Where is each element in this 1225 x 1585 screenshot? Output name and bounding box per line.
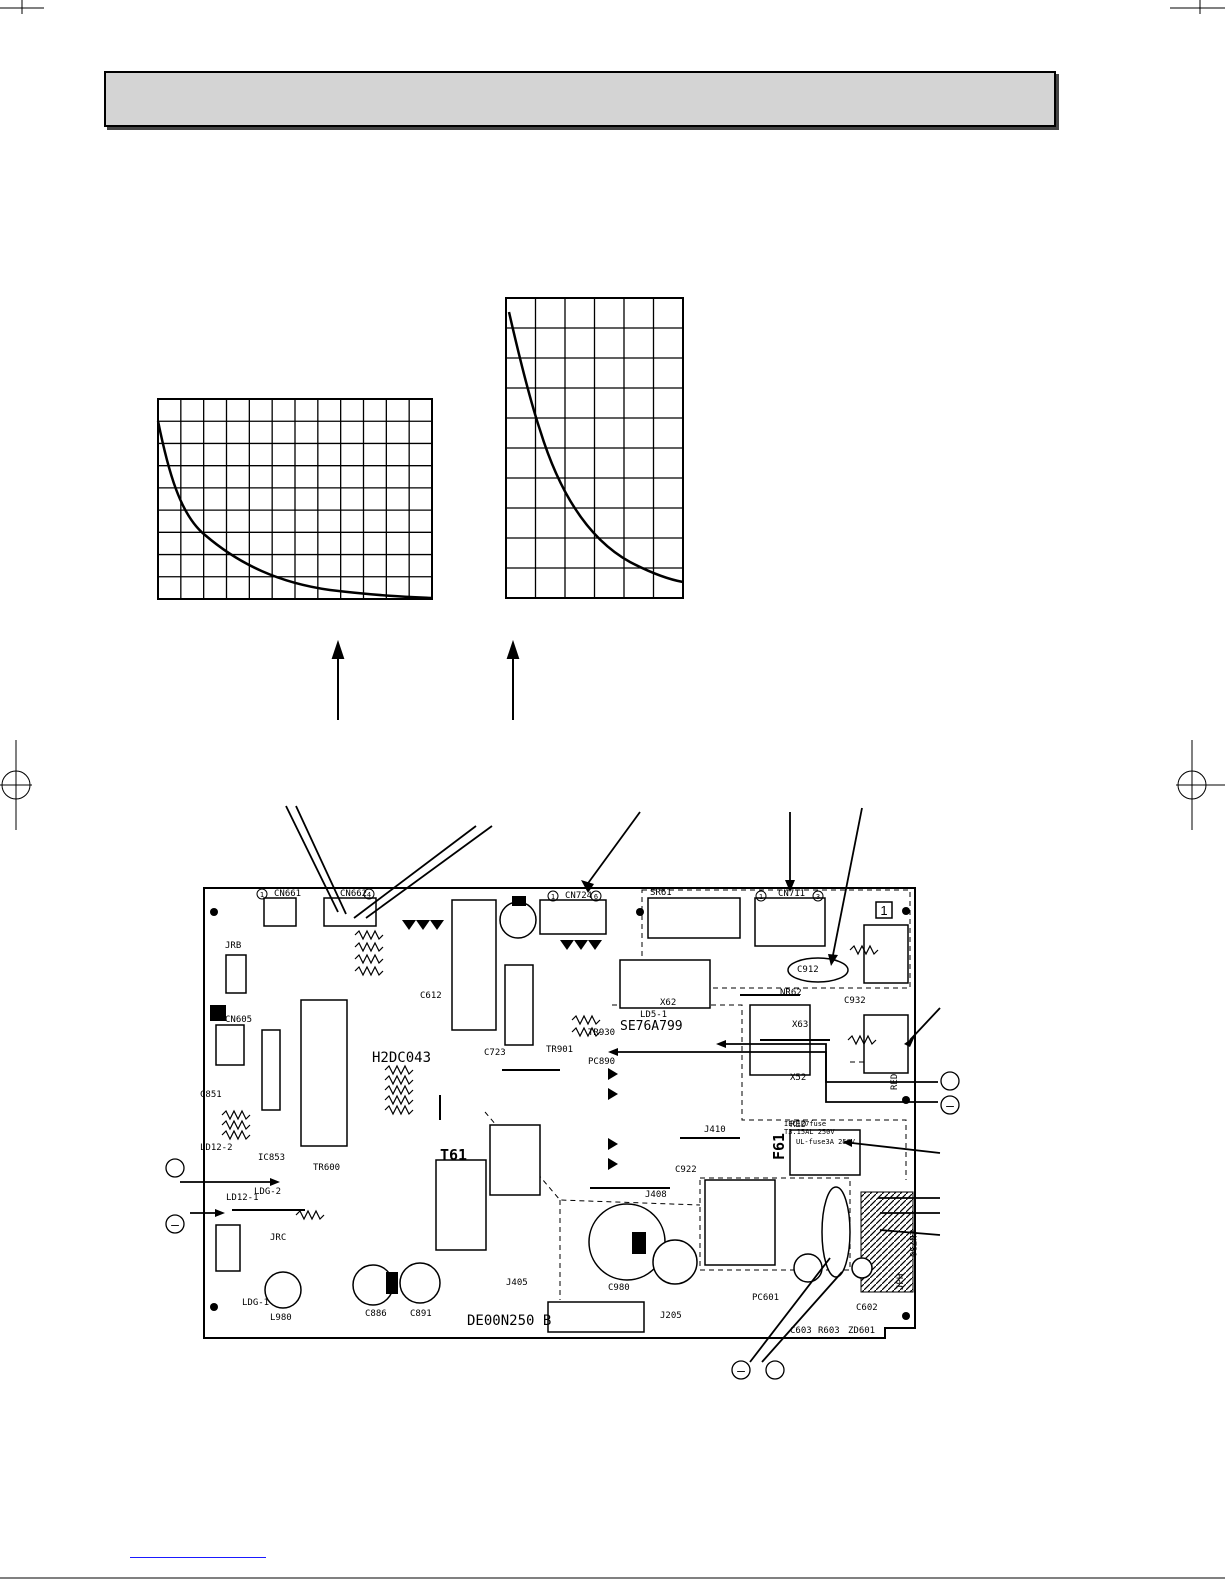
part-number-label: SE76A799	[620, 1019, 683, 1034]
graph-right	[505, 297, 684, 599]
fuse-label: F61	[770, 1133, 788, 1160]
negative-symbol-bottom: –	[737, 1362, 745, 1378]
label-cn661: CN661	[274, 889, 301, 899]
label-ld5-1: LDG-2	[254, 1187, 281, 1197]
relay-x62	[619, 959, 711, 1009]
ic-853	[504, 964, 534, 1046]
label-x62: X62	[660, 998, 676, 1008]
label-r603: R603	[818, 1326, 840, 1336]
fuse-iec-label: IEC127fuse	[784, 1120, 826, 1128]
connector-cn661	[263, 897, 297, 927]
label-j410: NR62	[780, 988, 802, 998]
connector-cn724	[539, 899, 607, 935]
label-c603: C603	[790, 1326, 812, 1336]
label-j206: J205	[660, 1311, 682, 1321]
label-red-2: RED	[790, 1120, 806, 1130]
label-ldg-1: JRC	[270, 1233, 286, 1243]
label-tr901: TR901	[546, 1045, 573, 1055]
circle-num-cn711-b: 3	[816, 893, 820, 901]
connector-in-com-out	[215, 1224, 241, 1272]
fuse-holder	[789, 1129, 861, 1176]
label-cst: IC853	[258, 1153, 285, 1163]
ct-chip	[451, 899, 497, 1031]
capacitors	[264, 901, 873, 1309]
ic-packages	[225, 897, 861, 1333]
board-code: DE00N250 B	[467, 1313, 551, 1329]
connector-cn711	[754, 897, 826, 947]
circle-num-cn724-b: 6	[594, 893, 598, 901]
connector-cn721	[863, 924, 909, 984]
label-ldg-2: JRB	[225, 941, 241, 951]
jumper-traces	[232, 994, 830, 1211]
connector-cn605	[215, 1024, 245, 1066]
cpu-chip	[300, 999, 348, 1147]
label-c980: C980	[608, 1283, 630, 1293]
label-ld12-1: LDG-1	[242, 1298, 269, 1308]
label-sr61: SR61	[650, 888, 672, 898]
circle-num-cn661: 1	[260, 891, 264, 899]
label-tr930: TR930	[588, 1028, 615, 1038]
negative-symbol-right: –	[946, 1097, 954, 1113]
label-c852: LD12-2	[200, 1143, 233, 1153]
graph-left-curve	[156, 420, 433, 600]
label-jph: JPH	[896, 1274, 906, 1290]
label-cn711: CN711	[778, 889, 805, 899]
footer-link-line	[130, 1557, 266, 1558]
label-c602: C602	[856, 1303, 878, 1313]
label-c891: C891	[410, 1309, 432, 1319]
section-title-bar	[104, 71, 1056, 127]
resistor-rows	[221, 929, 879, 1221]
connector-shapes	[215, 897, 909, 1272]
ic-851	[261, 1029, 281, 1111]
label-c932: C932	[844, 996, 866, 1006]
label-c723: C723	[484, 1048, 506, 1058]
graph-left	[156, 398, 433, 600]
transformer-t61	[435, 1159, 487, 1251]
label-c886: C886	[365, 1309, 387, 1319]
label-cn662: CN662	[340, 889, 367, 899]
label-c871: C851	[200, 1090, 222, 1100]
circle-num-cn662: 4	[367, 891, 371, 899]
fuse-iec-rating: T3.15AL 250V	[784, 1128, 835, 1136]
label-pc601: PC601	[752, 1293, 779, 1303]
label-c922: C922	[675, 1165, 697, 1175]
label-c612: C612	[420, 991, 442, 1001]
label-l980: L980	[270, 1313, 292, 1323]
fuse-ul-label: UL-fuse3A 250V	[796, 1138, 856, 1146]
circle-num-cn724-a: 1	[551, 893, 555, 901]
label-cn724: CN724	[565, 891, 592, 901]
label-ld12-2: LD5-1	[640, 1010, 667, 1020]
graph-right-curve	[507, 311, 684, 584]
label-zd601: ZD601	[848, 1326, 875, 1336]
label-x52: X52	[790, 1073, 806, 1083]
choke	[704, 1179, 776, 1266]
sr61	[647, 897, 741, 939]
board-corner-number: 1	[880, 903, 887, 918]
transformer-label: T61	[440, 1146, 467, 1164]
rectifier	[489, 1124, 541, 1196]
label-j408: J410	[704, 1125, 726, 1135]
label-j205: J405	[506, 1278, 528, 1288]
label-cn730: CN730	[907, 1230, 917, 1257]
diode-rows	[402, 920, 618, 1170]
cpu-label: H2DC043	[372, 1050, 431, 1066]
label-box	[547, 1301, 645, 1333]
label-cn605: CN605	[225, 1015, 252, 1025]
connector-cn662	[323, 897, 377, 927]
circle-num-cn711-a: 1	[759, 893, 763, 901]
label-c851: LD12-1	[226, 1193, 259, 1203]
label-tr600: TR600	[313, 1163, 340, 1173]
negative-symbol-left: –	[171, 1216, 179, 1232]
label-x63: X63	[792, 1020, 808, 1030]
label-nr62: C912	[797, 965, 819, 975]
label-pc890: PC890	[588, 1057, 615, 1067]
label-j405: J408	[645, 1190, 667, 1200]
graph-arrows	[331, 639, 520, 720]
ic-852	[225, 954, 247, 994]
